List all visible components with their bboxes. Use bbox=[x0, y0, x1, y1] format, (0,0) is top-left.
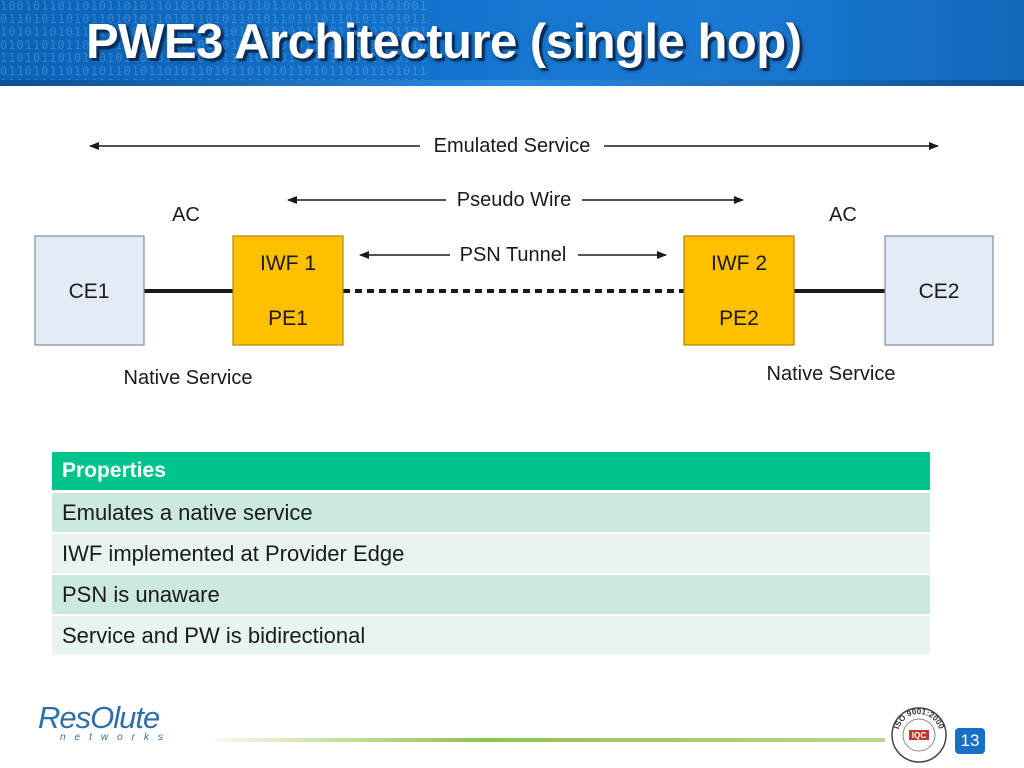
pwe3-architecture-diagram: Emulated Service Pseudo Wire PSN Tunnel … bbox=[34, 135, 994, 389]
ce1-node: CE1 bbox=[34, 235, 145, 346]
logo-wordmark: ResOlute bbox=[38, 700, 160, 735]
properties-table: Properties Emulates a native service IWF… bbox=[52, 452, 930, 657]
table-cell: Emulates a native service bbox=[52, 491, 930, 534]
banner-stripe bbox=[0, 80, 1024, 86]
table-cell: PSN is unaware bbox=[52, 574, 930, 616]
page-number: 13 bbox=[955, 728, 985, 754]
ac-right-label: AC bbox=[829, 204, 857, 226]
pseudo-wire-label: Pseudo Wire bbox=[457, 189, 572, 211]
native-service-right-label: Native Service bbox=[767, 363, 896, 385]
ce2-node: CE2 bbox=[884, 235, 994, 346]
emulated-service-arrow: Emulated Service bbox=[89, 135, 939, 157]
title-banner: 1001011011010110101101010110101101101011… bbox=[0, 0, 1024, 86]
native-service-left-label: Native Service bbox=[124, 367, 253, 389]
psn-tunnel-label: PSN Tunnel bbox=[460, 244, 567, 266]
pe1-label: PE1 bbox=[268, 307, 308, 330]
slide-title: PWE3 Architecture (single hop) bbox=[86, 15, 802, 69]
table-row: Emulates a native service bbox=[52, 491, 930, 534]
table-row: PSN is unaware bbox=[52, 574, 930, 616]
table-header-row: Properties bbox=[52, 452, 930, 493]
iso-certification-seal: ISO 9001:2000 IQC bbox=[891, 707, 947, 763]
table-cell: IWF implemented at Provider Edge bbox=[52, 533, 930, 575]
seal-center-text: IQC bbox=[912, 731, 926, 740]
iwf2-label: IWF 2 bbox=[711, 252, 767, 275]
table-row: Service and PW is bidirectional bbox=[52, 615, 930, 657]
psn-tunnel-arrow: PSN Tunnel bbox=[359, 244, 667, 266]
emulated-service-label: Emulated Service bbox=[434, 135, 591, 157]
pe1-node: IWF 1 PE1 bbox=[232, 235, 344, 346]
table-row: IWF implemented at Provider Edge bbox=[52, 533, 930, 575]
pe2-label: PE2 bbox=[719, 307, 759, 330]
ce1-label: CE1 bbox=[69, 280, 110, 303]
footer-divider-line bbox=[215, 738, 885, 742]
ac-left-label: AC bbox=[172, 204, 200, 226]
table-cell: Service and PW is bidirectional bbox=[52, 615, 930, 657]
pe2-node: IWF 2 PE2 bbox=[683, 235, 795, 346]
iwf1-label: IWF 1 bbox=[260, 252, 316, 275]
resolute-networks-logo: ResOlute networks bbox=[38, 700, 178, 750]
table-header: Properties bbox=[52, 452, 930, 493]
logo-subtitle: networks bbox=[60, 732, 173, 743]
ce2-label: CE2 bbox=[919, 280, 960, 303]
pseudo-wire-arrow: Pseudo Wire bbox=[287, 189, 744, 211]
